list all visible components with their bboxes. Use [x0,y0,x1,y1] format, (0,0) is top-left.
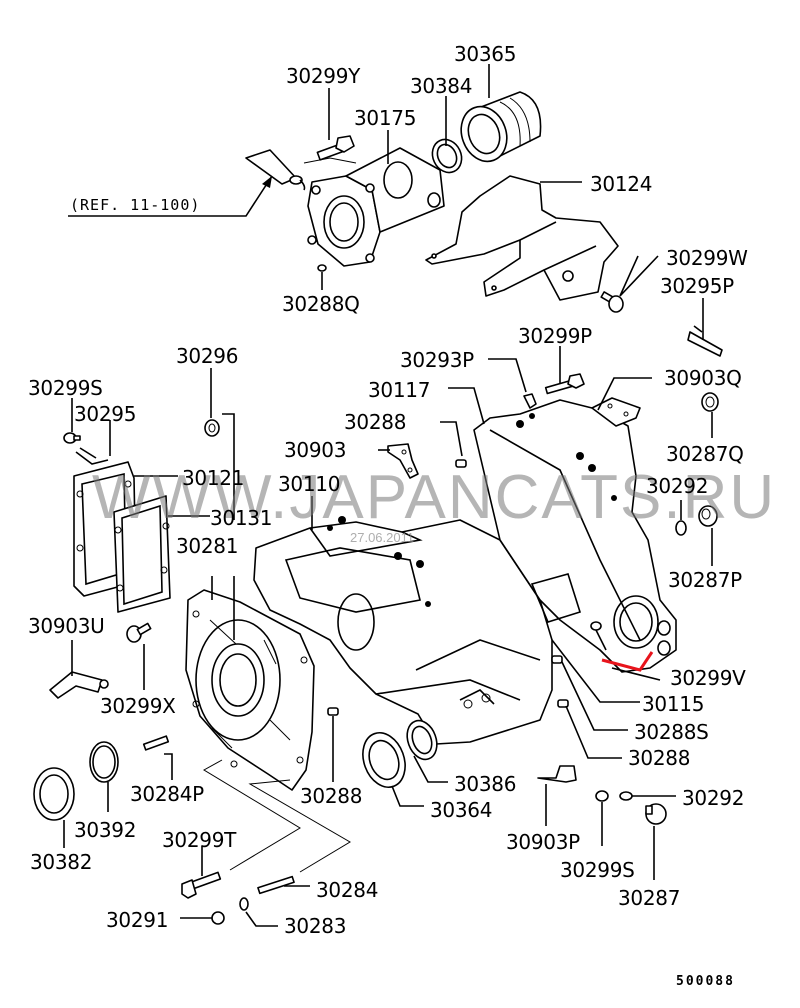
oil-seal-30382-icon [33,767,75,821]
dust-seal-30364-icon [362,732,406,788]
spacer-30392-icon [89,741,119,783]
dust-boot-30365-icon [460,91,542,163]
dowel-30288Q-icon [317,264,327,272]
part-label-30365[interactable]: 30365 [454,42,517,66]
washer-30283-icon [239,897,249,911]
plug-30287-icon [645,803,667,825]
figure-number: 500088 [676,974,735,989]
oil-seal-30296-icon [204,419,220,437]
part-label-30386[interactable]: 30386 [454,772,517,796]
bolt-30299S-bot-icon [595,790,609,802]
part-label-30299T[interactable]: 30299T [162,828,237,852]
part-label-30284[interactable]: 30284 [316,878,379,902]
breather-30295-icon [75,451,109,465]
part-label-30131[interactable]: 30131 [210,506,273,530]
dowel-30288S-icon [551,655,563,664]
sealant-tube-icon [245,149,306,191]
bolt-30299S-top-icon [63,432,81,444]
part-label-30392[interactable]: 30392 [74,818,137,842]
adapter-housing-30281-icon [185,589,315,791]
transfer-case-30110-icon [253,516,553,745]
part-label-30299V[interactable]: 30299V [670,666,746,690]
part-label-30903U[interactable]: 30903U [28,614,105,638]
part-label-30299S-bot[interactable]: 30299S [560,858,635,882]
leader-lines [63,64,713,927]
part-label-30283[interactable]: 30283 [284,914,347,938]
part-label-30295[interactable]: 30295 [74,402,137,426]
part-label-30364[interactable]: 30364 [430,798,493,822]
oil-seal-30384-icon [431,138,463,174]
stud-30284P-icon [142,735,170,751]
bolt-30299X-icon [126,622,152,643]
part-label-30299P[interactable]: 30299P [518,324,592,348]
part-label-30288-top[interactable]: 30288 [344,410,407,434]
part-label-30175[interactable]: 30175 [354,106,417,130]
part-label-30287P[interactable]: 30287P [668,568,742,592]
part-label-30299W[interactable]: 30299W [666,246,748,270]
part-label-30281[interactable]: 30281 [176,534,239,558]
highlight-mark [601,651,654,672]
extension-housing-30175 [307,147,445,267]
gasket-30131-icon [113,495,171,613]
part-label-30287Q[interactable]: 30287Q [666,442,744,466]
reference-note: (REF. 11-100) [70,196,201,214]
oil-seal-30386-icon [406,719,438,761]
part-label-30288Q[interactable]: 30288Q [282,292,360,316]
part-label-30291[interactable]: 30291 [106,908,169,932]
chain-cover-30117-icon [473,399,677,673]
part-label-30299Y[interactable]: 30299Y [286,64,361,88]
heat-protector-30124-icon [425,175,619,301]
dowel-30288-mid-icon [327,707,339,716]
part-label-30382[interactable]: 30382 [30,850,93,874]
part-label-30295P[interactable]: 30295P [660,274,734,298]
part-label-30117[interactable]: 30117 [368,378,431,402]
bolt-30299P-icon [544,373,585,395]
dowel-30288-top-icon [455,459,467,468]
part-label-30903[interactable]: 30903 [284,438,347,462]
part-label-30284P[interactable]: 30284P [130,782,204,806]
bolt-30299T-icon [181,871,222,899]
stud-30284-icon [257,875,295,895]
part-label-30293P[interactable]: 30293P [400,348,474,372]
part-label-30288-mid[interactable]: 30288 [300,784,363,808]
nut-30291-icon [211,911,225,925]
part-label-30288-right[interactable]: 30288 [628,746,691,770]
vent-clip-30295P-icon [687,325,723,357]
bolt-30299W-icon [600,291,624,313]
bracket-30903P-icon [537,765,577,783]
plug-30287P-icon [698,505,718,527]
gasket-30292-bot-icon [619,791,633,801]
dowel-30288-right-icon [557,699,569,708]
part-label-30384[interactable]: 30384 [410,74,473,98]
bracket-30903Q-icon [591,397,641,427]
bolt-30299V-icon [590,621,607,651]
part-label-30299X[interactable]: 30299X [100,694,176,718]
part-label-30292-bot[interactable]: 30292 [682,786,745,810]
gasket-30292-top-icon [675,520,687,536]
part-label-30296[interactable]: 30296 [176,344,239,368]
part-label-30287[interactable]: 30287 [618,886,681,910]
part-label-30121[interactable]: 30121 [182,466,245,490]
part-label-30292-top[interactable]: 30292 [646,474,709,498]
part-label-30115[interactable]: 30115 [642,692,705,716]
clip-30293P-icon [523,393,537,409]
part-label-30903P[interactable]: 30903P [506,830,580,854]
part-label-30903Q[interactable]: 30903Q [664,366,742,390]
plug-30287Q-icon [701,392,719,412]
bracket-30903-icon [387,443,419,479]
part-label-30288S[interactable]: 30288S [634,720,709,744]
part-label-30299S-top[interactable]: 30299S [28,376,103,400]
reference-leader [68,175,273,217]
part-label-30124[interactable]: 30124 [590,172,653,196]
bolt-30299Y-icon [316,135,355,161]
part-label-30110[interactable]: 30110 [278,472,341,496]
